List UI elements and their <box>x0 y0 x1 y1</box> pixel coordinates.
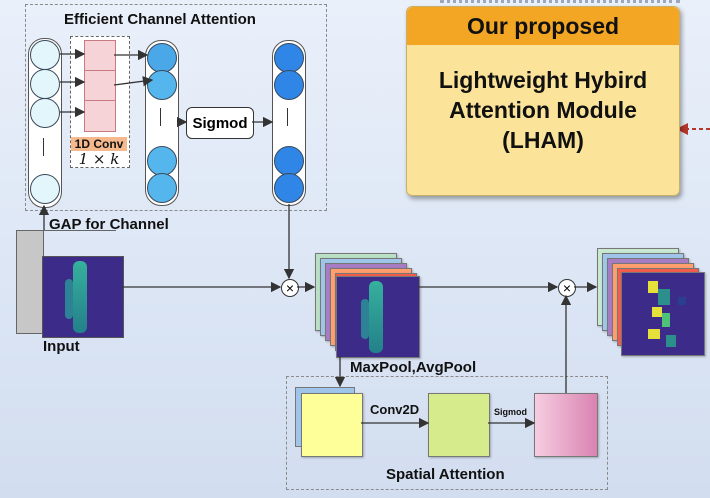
gap-node <box>30 98 60 128</box>
output-pixel <box>652 307 662 317</box>
output-feature-map <box>621 272 705 356</box>
conv-output-ellipsis <box>160 108 162 126</box>
spatial-sigmoid-label: Sigmod <box>494 407 527 417</box>
output-pixel <box>666 335 676 347</box>
gap-node <box>30 174 60 204</box>
multiply-node-spatial: × <box>558 279 576 297</box>
output-pixel <box>648 329 660 339</box>
proposal-line-3: (LHAM) <box>502 127 584 153</box>
proposal-header: Our proposed <box>407 7 679 45</box>
input-cube-top <box>16 230 116 231</box>
refined-skeleton-arm <box>361 299 369 339</box>
input-skeleton-glow <box>73 261 87 333</box>
conv1d-kernel-cell <box>84 100 116 132</box>
gap-node <box>30 40 60 70</box>
background-dash-decoration <box>440 0 680 6</box>
conv1d-formula: 1 × k <box>78 150 120 168</box>
conv1d-label: 1D Conv <box>71 137 127 151</box>
output-pixel <box>662 313 670 327</box>
eca-title: Efficient Channel Attention <box>64 11 256 28</box>
proposal-card: Our proposed Lightweight Hybird Attentio… <box>406 6 680 196</box>
channel-refined-map <box>336 276 420 358</box>
output-pixel <box>678 297 686 305</box>
channel-weight-node <box>274 146 304 176</box>
pool-label: MaxPool,AvgPool <box>350 359 477 376</box>
conv2d-label: Conv2D <box>370 402 420 417</box>
proposal-body: Lightweight Hybird Attention Module (LHA… <box>407 65 679 155</box>
spatial-attention-map <box>534 393 598 457</box>
input-skeleton-arm <box>65 279 73 319</box>
channel-weight-ellipsis <box>287 108 289 126</box>
input-label: Input <box>43 338 80 355</box>
multiply-node-channel: × <box>281 279 299 297</box>
eca-sigmoid-box: Sigmod <box>186 107 254 139</box>
proposal-pointer-arrowhead <box>676 123 688 135</box>
gap-ellipsis <box>43 138 45 156</box>
proposal-line-2: Attention Module <box>449 97 637 123</box>
conv-output-node <box>147 146 177 176</box>
input-feature-map <box>42 256 124 338</box>
eca-region <box>25 4 327 211</box>
proposal-line-1: Lightweight Hybird <box>438 67 648 93</box>
spatial-input-map <box>301 393 363 457</box>
arrow-conv-to-node-2 <box>113 76 154 87</box>
output-pixel <box>658 289 670 305</box>
spatial-conv-map <box>428 393 490 457</box>
output-pixel <box>648 281 658 293</box>
gap-label: GAP for Channel <box>49 216 169 233</box>
refined-skeleton-glow <box>369 281 383 353</box>
spatial-attention-title: Spatial Attention <box>386 466 505 483</box>
conv-output-node <box>147 173 177 203</box>
channel-weight-node <box>274 70 304 100</box>
gap-node <box>30 69 60 99</box>
channel-weight-node <box>274 173 304 203</box>
spatial-attention-region <box>286 376 608 490</box>
